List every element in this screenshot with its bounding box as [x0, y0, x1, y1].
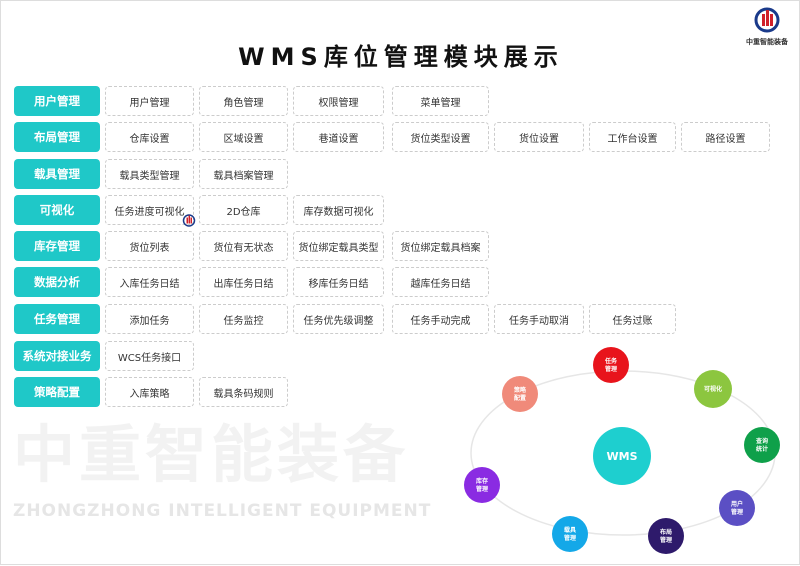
module-item: 出库任务日结 — [199, 267, 288, 297]
module-node-label: 可视化 — [704, 385, 722, 393]
category-label: 用户管理 — [14, 86, 100, 116]
wms-center-circle — [593, 427, 651, 485]
module-item: 路径设置 — [681, 122, 770, 152]
module-node-circle — [464, 467, 500, 503]
page-title: WMS库位管理模块展示 — [238, 43, 564, 71]
module-item: WCS任务接口 — [105, 341, 194, 371]
category-label: 可视化 — [14, 195, 100, 225]
module-item: 任务进度可视化 — [105, 195, 194, 225]
module-item: 添加任务 — [105, 304, 194, 334]
small-logo — [181, 213, 197, 228]
watermark-cn: 中重智能装备 — [13, 418, 410, 491]
module-item: 角色管理 — [199, 86, 288, 116]
module-item: 移库任务日结 — [293, 267, 384, 297]
module-node-label: 策略配置 — [513, 386, 527, 402]
category-label: 库存管理 — [14, 231, 100, 261]
category-label: 数据分析 — [14, 267, 100, 297]
module-node-circle — [502, 376, 538, 412]
module-node-circle — [694, 370, 732, 408]
category-label: 布局管理 — [14, 122, 100, 152]
module-item: 货位类型设置 — [392, 122, 489, 152]
logo-text: 中重智能装备 — [746, 38, 788, 46]
module-item: 2D仓库 — [199, 195, 288, 225]
module-node-circle — [648, 518, 684, 554]
module-item: 载具档案管理 — [199, 159, 288, 189]
module-item: 巷道设置 — [293, 122, 384, 152]
module-item: 载具类型管理 — [105, 159, 194, 189]
logo-icon — [182, 214, 196, 227]
module-item: 用户管理 — [105, 86, 194, 116]
module-node-label: 布局管理 — [659, 528, 672, 544]
module-item: 任务手动取消 — [494, 304, 584, 334]
module-item: 任务过账 — [589, 304, 676, 334]
category-label: 策略配置 — [14, 377, 100, 407]
module-item: 库存数据可视化 — [293, 195, 384, 225]
module-node-label: 查询统计 — [755, 437, 768, 453]
module-item: 任务手动完成 — [392, 304, 489, 334]
category-label: 任务管理 — [14, 304, 100, 334]
category-label: 载具管理 — [14, 159, 100, 189]
module-node-circle — [593, 347, 629, 383]
watermark-en: ZHONGZHONG INTELLIGENT EQUIPMENT — [13, 501, 432, 521]
module-item: 货位绑定载具类型 — [293, 231, 384, 261]
module-item: 货位绑定载具档案 — [392, 231, 489, 261]
module-item: 仓库设置 — [105, 122, 194, 152]
module-item: 工作台设置 — [589, 122, 676, 152]
module-item: 入库策略 — [105, 377, 194, 407]
company-logo: 中重智能装备 — [739, 5, 795, 55]
module-item: 区域设置 — [199, 122, 288, 152]
module-item: 载具条码规则 — [199, 377, 288, 407]
module-item: 货位有无状态 — [199, 231, 288, 261]
module-item: 入库任务日结 — [105, 267, 194, 297]
module-item: 权限管理 — [293, 86, 384, 116]
wms-center-label: WMS — [606, 450, 637, 463]
module-node-circle — [719, 490, 755, 526]
module-node-label: 载具管理 — [564, 526, 576, 542]
module-item: 货位设置 — [494, 122, 584, 152]
module-item: 任务监控 — [199, 304, 288, 334]
category-label: 系统对接业务 — [14, 341, 100, 371]
module-node-circle — [744, 427, 780, 463]
module-item: 越库任务日结 — [392, 267, 489, 297]
module-item: 菜单管理 — [392, 86, 489, 116]
module-item: 货位列表 — [105, 231, 194, 261]
module-node-label: 库存管理 — [476, 477, 488, 493]
module-node-circle — [552, 516, 588, 552]
module-node-label: 用户管理 — [730, 500, 743, 516]
module-item: 任务优先级调整 — [293, 304, 384, 334]
module-node-label: 任务管理 — [604, 357, 618, 373]
logo-icon — [754, 7, 780, 33]
